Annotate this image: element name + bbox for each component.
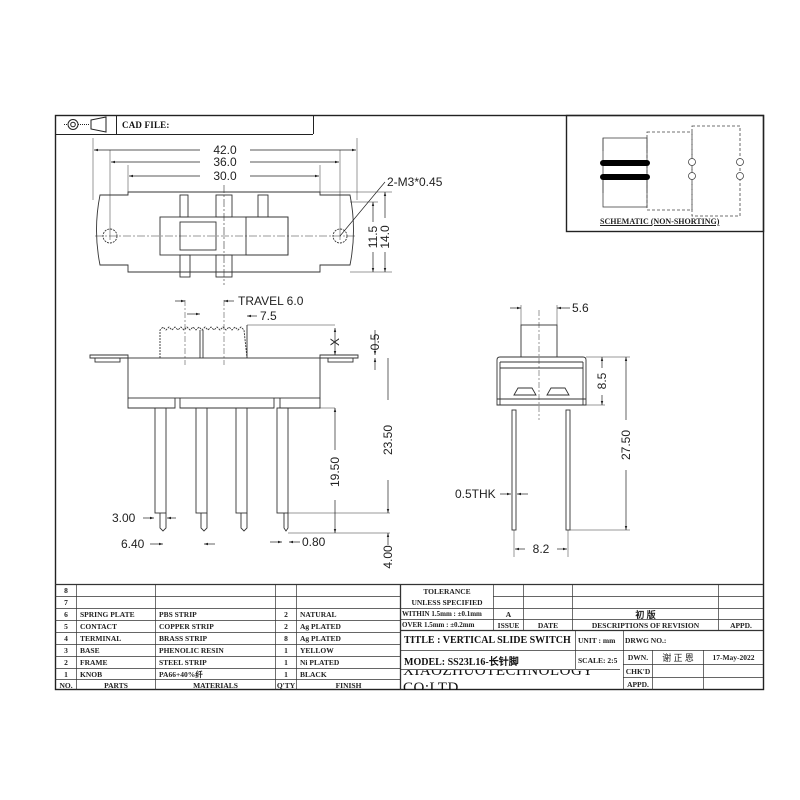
revision-description: 初 版	[635, 609, 656, 620]
dim-pin-length: 19.50	[328, 457, 342, 487]
dim-pin-pitch-a: 3.00	[112, 511, 136, 525]
schematic-label: SCHEMATIC (NON-SHORTING)	[600, 217, 720, 226]
top-view-outline	[92, 138, 392, 285]
unit-label: UNIT : mm	[578, 636, 616, 645]
drawing-number: DRWG NO.:	[625, 636, 667, 645]
issue-label: ISSUE	[497, 620, 520, 630]
bom-header-finish: FINISH	[335, 680, 362, 690]
front-view-outline	[89, 300, 390, 534]
appd-label: APPD.	[730, 620, 752, 630]
dim-holes: 2-M3*0.45	[387, 175, 443, 189]
bom-part: KNOB	[80, 669, 103, 679]
scale-label: SCALE: 2:5	[578, 655, 618, 665]
title-block-grid	[55, 583, 763, 690]
bom-finish: NATURAL	[300, 610, 337, 619]
bom-material: BRASS STRIP	[159, 634, 208, 643]
bom-header-no: NO.	[59, 680, 73, 690]
dim-pin-spacing: 8.2	[533, 542, 550, 556]
schematic-contacts	[600, 160, 650, 180]
schematic-diagram	[602, 125, 744, 217]
bom-qty: 2	[284, 610, 288, 619]
drawn-date: 17-May-2022	[712, 653, 755, 662]
approved-label: APPD.	[627, 679, 649, 689]
dim-knob-width: 7.5	[260, 309, 277, 323]
dim-pin-tip-length: 4.00	[381, 545, 395, 569]
tolerance-subtitle: UNLESS SPECIFIED	[411, 598, 483, 607]
dim-pin-tip-width: 0.80	[302, 535, 326, 549]
dim-body-width: 30.0	[213, 169, 237, 183]
drawn-by: 谢 正 恩	[662, 653, 694, 663]
bom-finish: Ag PLATED	[300, 634, 341, 643]
top-view-dimension-text: 42.0 36.0 30.0 2-M3*0.45 11.5 14.0	[213, 143, 442, 249]
dim-pin-pitch-b: 6.40	[121, 537, 145, 551]
bom-qty: 2	[284, 622, 288, 631]
dim-side-body-height: 8.5	[595, 372, 609, 389]
drawing-title: TITLE : VERTICAL SLIDE SWITCH	[404, 635, 571, 646]
bom-qty: 8	[284, 634, 288, 643]
bom-no: 8	[64, 586, 68, 595]
date-label: DATE	[537, 620, 559, 630]
bom-material: PHENOLIC RESIN	[159, 646, 224, 655]
issue-value: A	[505, 609, 512, 619]
model-number: MODEL: SS23L16-长针脚	[404, 656, 519, 668]
bom-header-parts: PARTS	[104, 680, 128, 690]
bom-qty: 1	[284, 646, 288, 655]
bom-header-materials: MATERIALS	[193, 680, 238, 690]
bom-qty: 1	[284, 658, 288, 667]
front-view-dimension-lines	[143, 299, 390, 546]
dim-knob-height: X	[328, 338, 342, 346]
checked-label: CHK'D	[625, 666, 651, 676]
bom-finish: BLACK	[300, 669, 327, 679]
dim-pin-thickness: 0.5THK	[455, 487, 496, 501]
drawn-label: DWN.	[627, 653, 649, 662]
bom-material: STEEL STRIP	[159, 658, 207, 667]
bom-part: FRAME	[80, 658, 108, 667]
front-view-dimension-text: TRAVEL 6.0 7.5 X 0.5 23.50 19.50 4.00 3.…	[112, 294, 395, 569]
dim-side-knob-width: 5.6	[572, 301, 589, 315]
tolerance-title: TOLERANCE	[423, 586, 471, 596]
bom-part: BASE	[80, 646, 100, 655]
side-view-dimension-text: 5.6 8.5 27.50 0.5THK 8.2	[455, 301, 633, 556]
bom-no: 5	[64, 622, 68, 631]
bom-no: 2	[64, 658, 68, 667]
dim-body-height: 11.5	[366, 225, 380, 248]
side-view-outline	[496, 305, 630, 557]
cad-file-label: CAD FILE:	[122, 120, 170, 130]
description-label: DESCRIPTIONS OF REVISION	[591, 620, 700, 630]
side-view-dimension-lines	[500, 306, 628, 551]
third-angle-projection-icon	[64, 116, 107, 133]
dim-overall-width: 42.0	[213, 143, 237, 157]
bom-no: 6	[64, 610, 68, 619]
top-view-dimension-lines	[94, 148, 387, 272]
bom-finish: YELLOW	[300, 646, 334, 655]
bom-part: TERMINAL	[80, 634, 122, 643]
bom-material: COPPER STRIP	[159, 622, 214, 631]
dim-frame-height: 14.0	[378, 225, 392, 249]
dim-travel: TRAVEL 6.0	[238, 294, 304, 308]
bom-qty: 1	[284, 669, 288, 679]
bom-material: PBS STRIP	[159, 610, 197, 619]
bom-material: PA66+40%纤	[159, 669, 203, 679]
dim-body-to-pin-end: 23.50	[381, 425, 395, 455]
bom-part: CONTACT	[80, 622, 117, 631]
bom-finish: Ag PLATED	[300, 622, 341, 631]
dim-side-overall-height: 27.50	[619, 430, 633, 460]
bom-finish: Ni PLATED	[300, 658, 340, 667]
dim-hole-pitch: 36.0	[213, 155, 237, 169]
bom-no: 1	[64, 669, 68, 679]
dim-frame-thickness: 0.5	[368, 333, 382, 350]
tolerance-over: OVER 1.5mm : ±0.2mm	[402, 621, 475, 629]
bom-no: 7	[64, 598, 68, 607]
company-name: XIAOZHUOTECHNOLOGY CO;LTD	[403, 670, 594, 690]
tolerance-within: WITHIN 1.5mm : ±0.1mm	[402, 610, 482, 618]
bom-no: 4	[64, 634, 68, 643]
bom-header-qty: Q'TY	[276, 680, 296, 690]
bom-no: 3	[64, 646, 68, 655]
bom-part: SPRING PLATE	[80, 610, 135, 619]
